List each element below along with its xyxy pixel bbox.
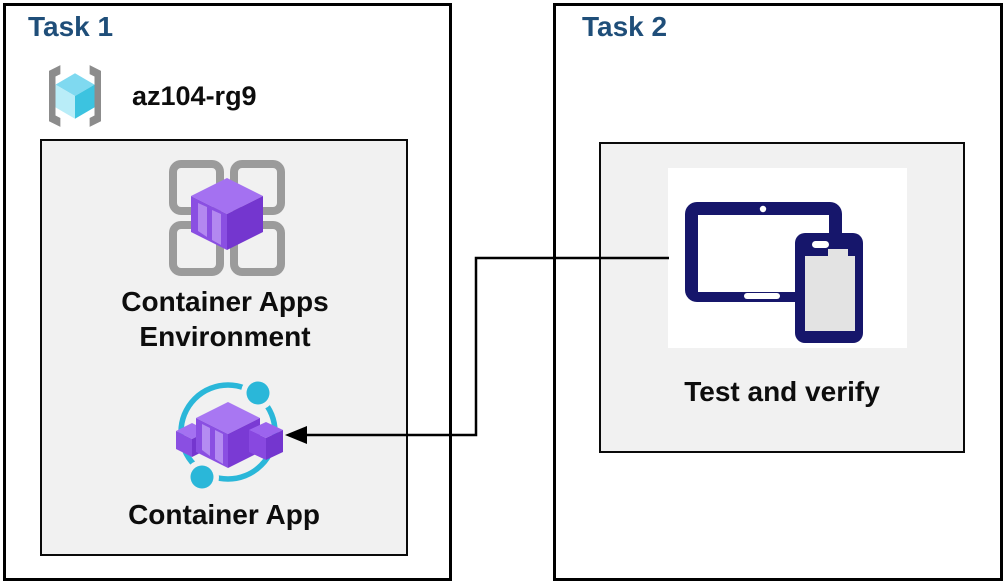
resource-group-name: az104-rg9 xyxy=(132,81,257,111)
test-verify-label: Test and verify xyxy=(684,376,880,407)
resource-group-icon xyxy=(49,65,101,127)
environment-label: Container Apps Environment xyxy=(121,286,329,352)
container-apps-environment-icon xyxy=(169,160,285,276)
container-app-icon xyxy=(176,378,283,494)
container-app-label: Container App xyxy=(128,499,320,530)
task2-title: Task 2 xyxy=(582,11,668,42)
devices-icon-tile xyxy=(668,168,907,348)
devices-icon xyxy=(685,202,863,343)
task1-title: Task 1 xyxy=(28,11,114,42)
